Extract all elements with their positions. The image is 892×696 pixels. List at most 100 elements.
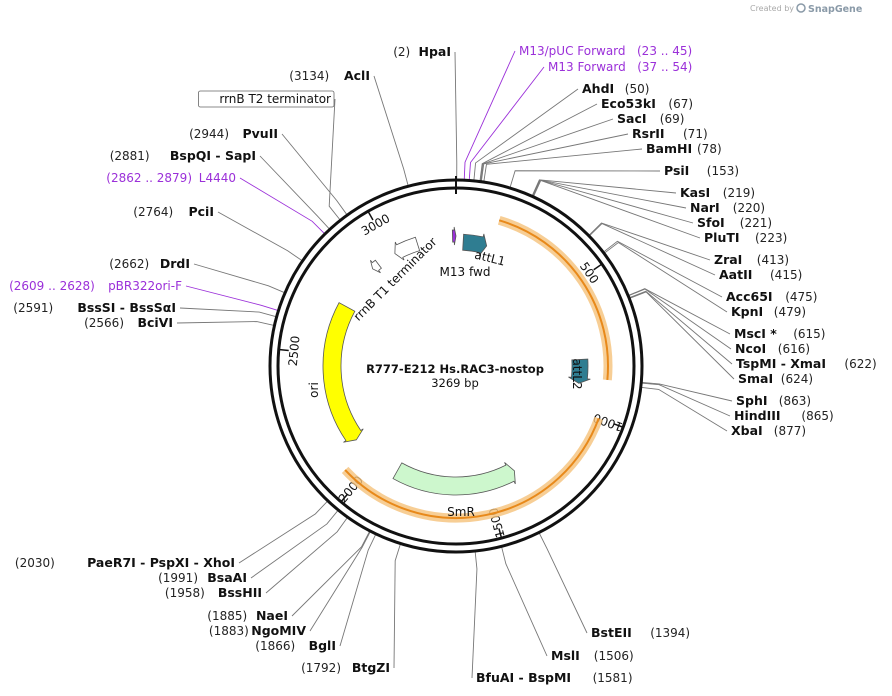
site-label[interactable]: BtgZI(1792) [301,660,390,675]
site-label[interactable]: NaeI (1885) [207,608,288,623]
leader-line [628,288,731,335]
site-label[interactable]: M13/pUC Forward(23 .. 45) [519,44,692,58]
position-number: (50) [625,82,650,96]
feature-arrow-rrnb-t2-terminator[interactable] [370,259,382,274]
site-label[interactable]: BamHI(78) [646,141,722,156]
site-label[interactable]: BssHII(1958) [165,585,262,600]
position-number: (1885) [207,609,247,623]
site-label[interactable]: SfoI(221) [697,215,772,230]
feature-arrow-attl2[interactable] [568,358,591,384]
site-label[interactable]: BstEII (1394) [591,625,690,640]
orf-arc [344,417,600,519]
feature-arrow-attl1[interactable] [462,233,488,256]
site-label[interactable]: AatII(415) [719,267,802,282]
enzyme-name: NgoMIV [251,623,306,638]
site-label[interactable]: SacI(69) [617,111,684,126]
site-label[interactable]: PvuII(2944) [189,126,278,141]
leader-line [603,240,723,298]
position-number: (1394) [650,626,690,640]
site-label[interactable]: M13 Forward(37 .. 54) [548,60,692,74]
site-label[interactable]: BfuAI - BspMI(1581) [476,670,633,685]
site-label[interactable]: pBR322ori-F (2609 .. 2628) [9,279,182,293]
site-label[interactable]: Eco53kI(67) [601,96,693,111]
plasmid-center-label: R777-E212 Hs.RAC3-nostop 3269 bp [366,362,544,390]
position-number: (877) [774,424,806,438]
leader-line [309,531,371,632]
site-label[interactable]: PsiI(153) [664,163,739,178]
enzyme-name: AhdI [582,81,614,96]
site-label[interactable]: HpaI(2) [393,44,451,59]
feature-arrow-m13-fwd[interactable] [451,226,457,246]
enzyme-name: BamHI [646,141,692,156]
site-label[interactable]: rrnB T2 terminator [197,90,335,108]
site-label[interactable]: RsrII(71) [632,126,708,141]
enzyme-name: KpnI [731,304,763,319]
leader-line [642,382,731,417]
enzyme-name: NaeI [256,608,288,623]
enzyme-name: XbaI [731,423,763,438]
site-label[interactable]: NcoI(616) [735,341,810,356]
enzyme-name: SmaI [738,371,773,386]
leader-line [468,66,545,180]
feature-label: ori [307,382,321,398]
site-label[interactable]: Acc65I(475) [726,289,817,304]
site-label[interactable]: L4440 (2862 .. 2879) [106,171,236,185]
credit-brand: SnapGene [808,4,862,15]
site-label[interactable]: DrdI(2662) [109,256,190,271]
site-label[interactable]: MslI(1506) [551,648,634,663]
leader-line [589,222,716,276]
position-number: (219) [723,186,755,200]
primer-name: pBR322ori-F [108,279,182,293]
feature-arrow-ori[interactable] [322,302,364,443]
position-number: (153) [707,164,739,178]
leader-line [642,381,733,402]
position-number: (1581) [593,671,633,685]
position-number: (415) [770,268,802,282]
position-number: (2862 .. 2879) [106,171,192,185]
position-number: (1506) [594,649,634,663]
leader-line [259,155,330,229]
site-label[interactable]: AclI(3134) [289,68,370,83]
leader-line [473,88,579,180]
site-label[interactable]: HindIII(865) [734,408,834,423]
site-label[interactable]: BciVI(2566) [84,315,173,330]
site-labels[interactable]: M13/pUC Forward(23 .. 45) M13 Forward(37 … [9,44,877,685]
leader-line [265,517,348,594]
leader-line [630,291,735,380]
site-label[interactable]: TspMI - XmaI(622) [736,356,877,371]
feature-arrow-smr[interactable] [392,462,516,496]
site-label[interactable]: SphI(863) [736,393,811,408]
position-number: (624) [781,372,813,386]
enzyme-name: HpaI [419,44,452,59]
site-label[interactable]: AhdI (50) [582,81,649,96]
position-number: (1991) [158,571,198,585]
site-label[interactable]: KasI(219) [680,185,755,200]
site-label[interactable]: BglI(1866) [255,638,336,653]
feature-label: SmR [447,505,475,519]
site-label[interactable]: NgoMIV(1883) [209,623,306,638]
site-label[interactable]: SmaI (624) [738,371,813,386]
site-label[interactable]: KpnI(479) [731,304,806,319]
feature-arrow-rrnb-t1-terminator[interactable] [394,236,421,261]
enzyme-name: BstEII [591,625,632,640]
site-label[interactable]: BsaAI(1991) [158,570,247,585]
position-number: (223) [755,231,787,245]
position-number: (413) [757,253,789,267]
position-number: (1883) [209,624,249,638]
enzyme-name: DrdI [160,256,190,271]
enzyme-name: MscI * [734,326,777,341]
site-label[interactable]: PciI(2764) [133,204,214,219]
site-label[interactable]: XbaI (877) [731,423,806,438]
site-label[interactable]: PluTI(223) [704,230,787,245]
position-number: (2609 .. 2628) [9,279,95,293]
site-label[interactable]: ZraI(413) [714,252,789,267]
site-label[interactable]: PaeR7I - PspXI - XhoI(2030) [15,555,235,570]
site-label[interactable]: MscI *(615) [734,326,825,341]
position-number: (475) [785,290,817,304]
site-label[interactable]: NarI(220) [690,200,765,215]
site-label[interactable]: BspQI - SapI(2881) [110,148,256,163]
leader-line [501,547,548,657]
primer-name: L4440 [199,171,236,185]
site-label[interactable]: BssSI - BssSαI(2591) [13,300,176,315]
leader-line [250,510,339,579]
